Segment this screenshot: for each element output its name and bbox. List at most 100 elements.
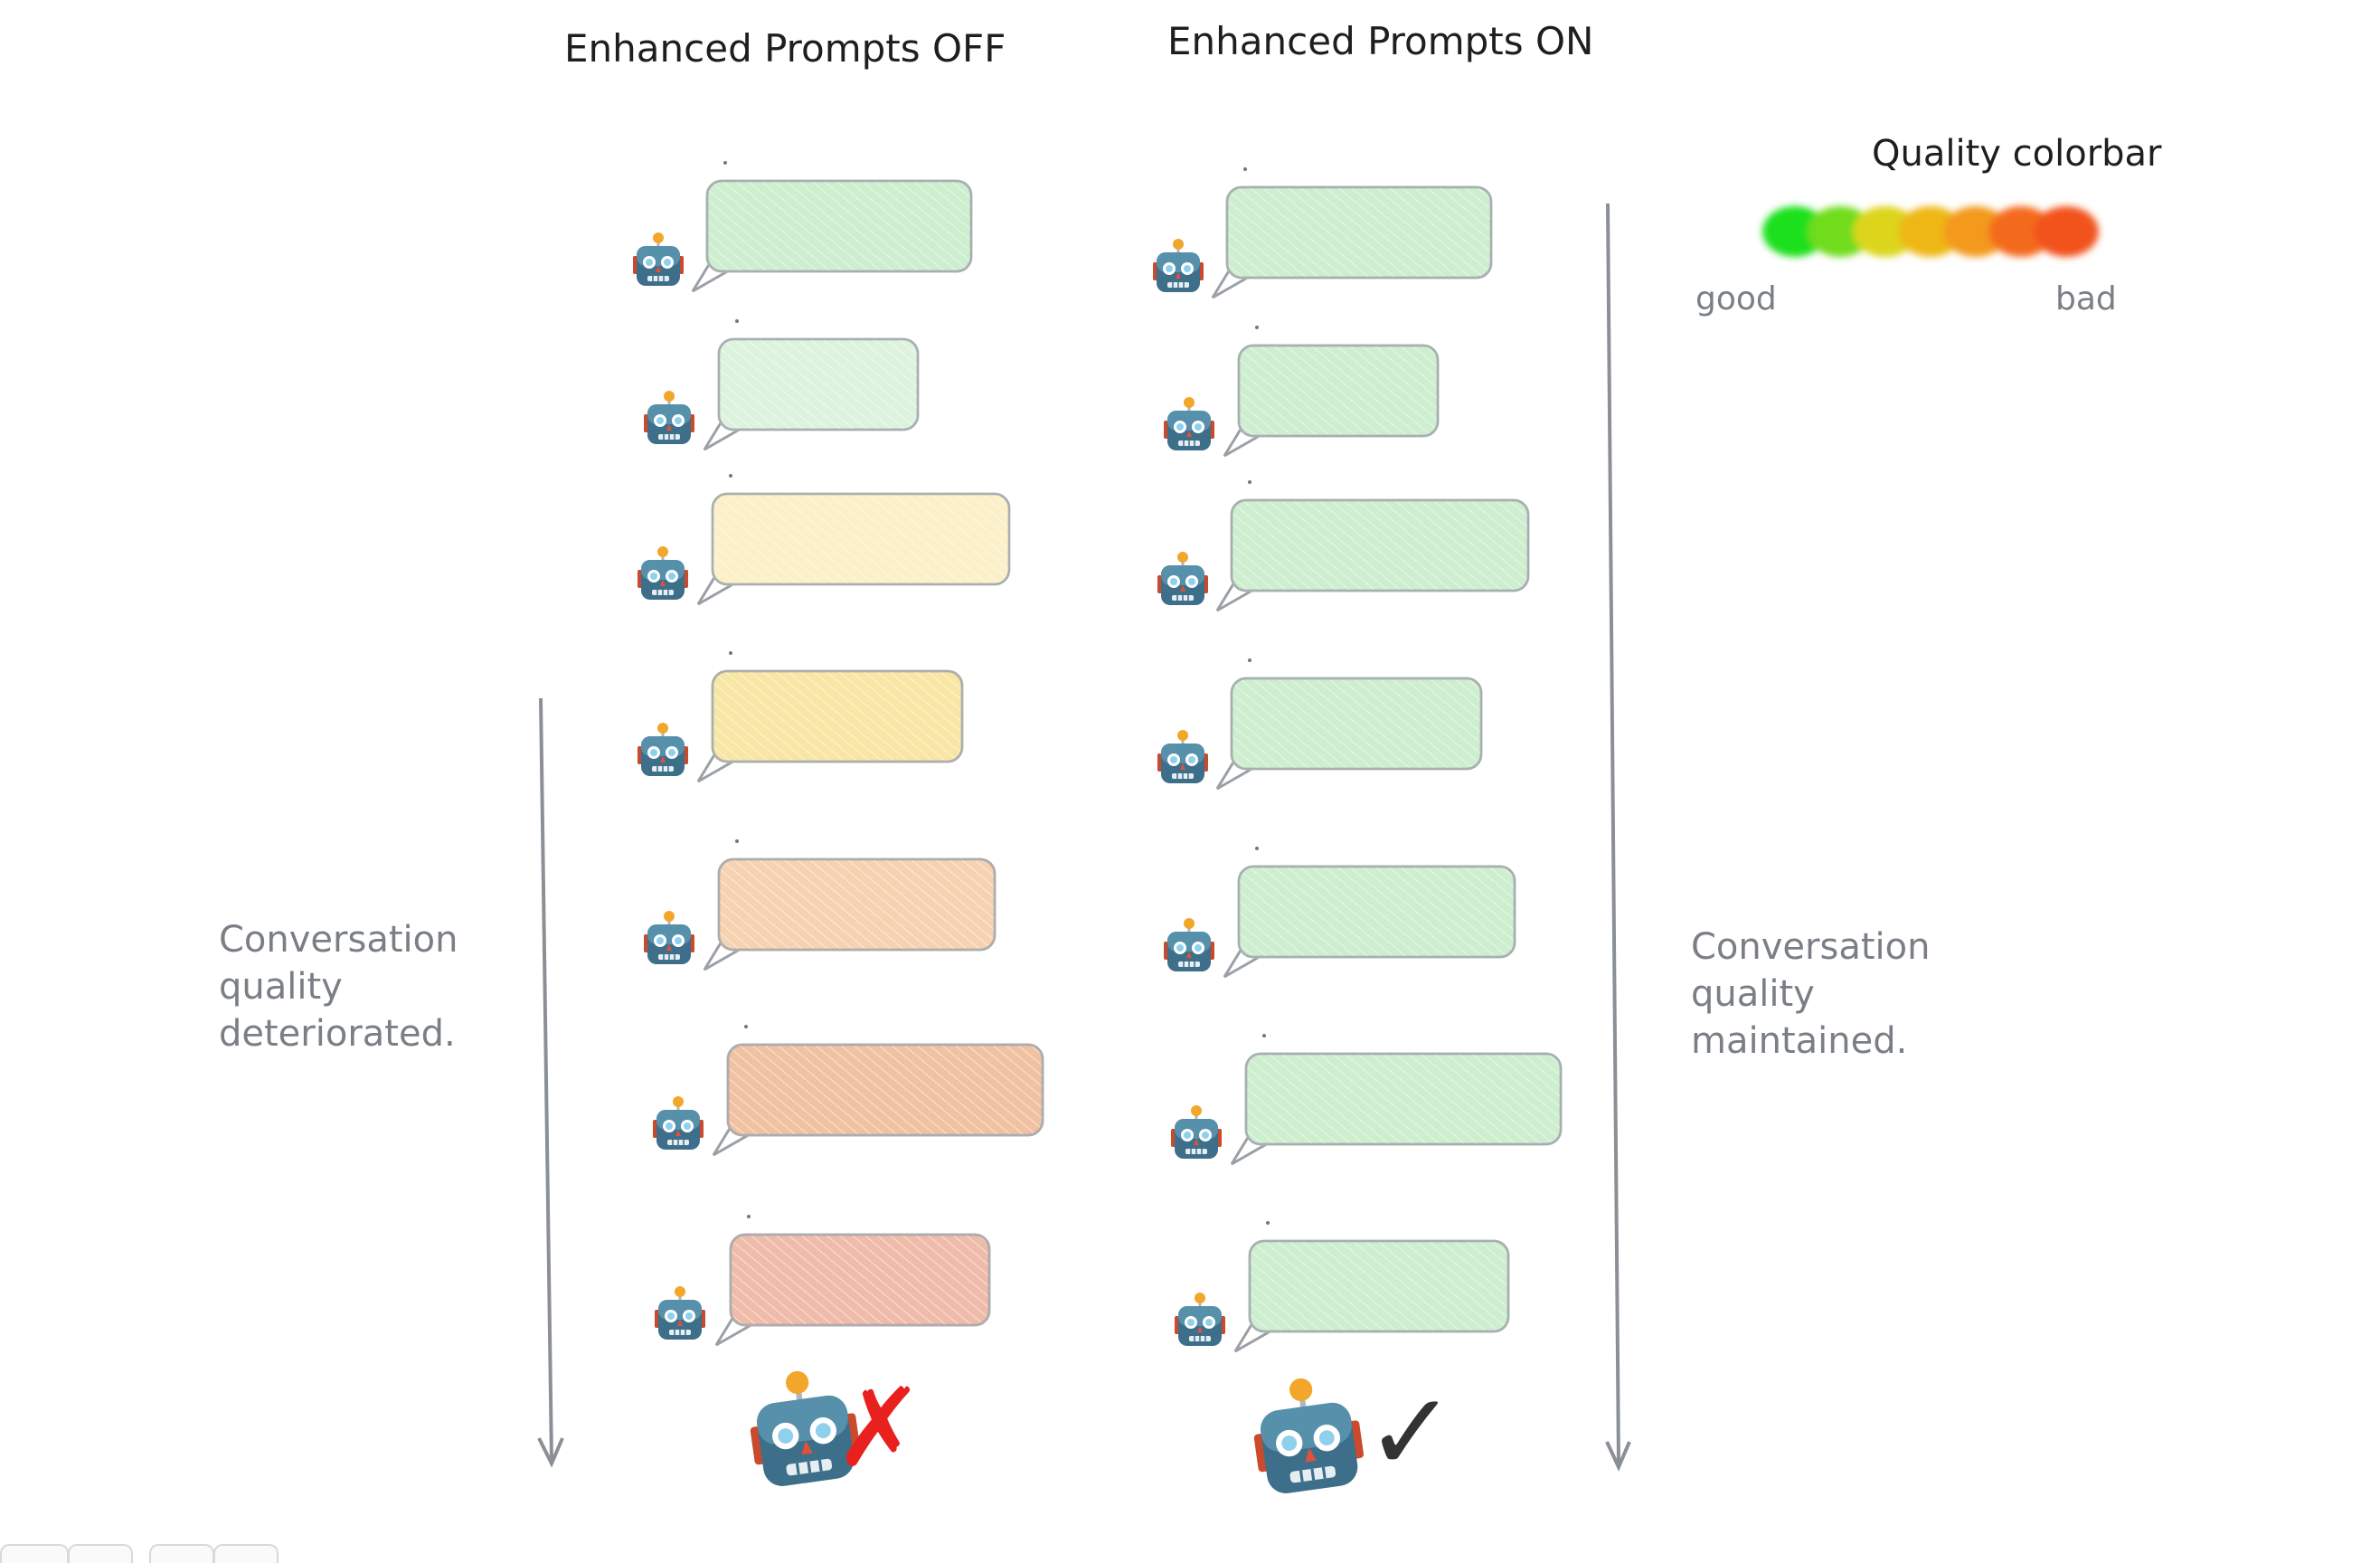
- robot-face-icon: [1156, 728, 1210, 785]
- speech-bubble-hatching: [728, 1045, 1043, 1135]
- speech-bubble-hatching: [1250, 1241, 1508, 1331]
- chat-message: [1173, 1221, 1510, 1353]
- separator-dot: [1262, 1034, 1266, 1037]
- speech-bubble-outline: [726, 1043, 1044, 1137]
- chat-message: [1162, 326, 1440, 458]
- speech-bubble-hatching: [1246, 1054, 1561, 1144]
- colorbar-good-label: good: [1695, 280, 1777, 317]
- speech-bubble-outline: [1237, 344, 1440, 438]
- robot-face-icon: [642, 909, 696, 966]
- colorbar-swatch: [1762, 206, 1828, 257]
- speech-bubble-outline: [1230, 498, 1530, 592]
- speech-bubble-hatching: [707, 181, 971, 271]
- speech-bubble-hatching: [719, 859, 995, 950]
- annotation-off-line-2: quality: [219, 966, 343, 1008]
- separator-dot: [729, 651, 732, 655]
- separator-dot: [744, 1025, 748, 1028]
- annotation-on: Conversation quality maintained.: [1691, 926, 1930, 1062]
- separator-dot: [735, 319, 739, 323]
- header-off: Enhanced Prompts OFF: [564, 26, 1006, 71]
- separator-dot: [1255, 847, 1259, 850]
- speech-bubble-hatching: [1227, 187, 1491, 278]
- annotation-on-line-3: maintained.: [1691, 1020, 1907, 1062]
- robot-face-icon: [1173, 1291, 1227, 1348]
- colorbar-swatch: [1898, 206, 1963, 257]
- separator-dot: [1248, 480, 1251, 484]
- speech-bubble-outline: [1230, 677, 1483, 771]
- speech-bubble-hatching: [1239, 346, 1438, 436]
- speech-bubble-hatching: [1232, 500, 1528, 591]
- header-on: Enhanced Prompts ON: [1167, 19, 1593, 63]
- speech-bubble-outline: [711, 492, 1011, 586]
- annotation-on-line-2: quality: [1691, 973, 1815, 1015]
- chat-message: [636, 651, 964, 783]
- speech-bubble-hatching: [1239, 867, 1515, 957]
- timeline-arrow-off: [537, 697, 564, 1468]
- chat-message: [651, 1025, 1044, 1157]
- annotation-on-line-1: Conversation: [1691, 926, 1930, 968]
- chat-message: [653, 1215, 991, 1347]
- zoom-out-button[interactable]: [0, 1544, 69, 1563]
- chat-message: [1156, 658, 1483, 791]
- conversation-column-on: [1151, 167, 1563, 1353]
- speech-bubble-outline: [729, 1233, 991, 1327]
- separator-dot: [1255, 326, 1259, 329]
- separator-dot: [1266, 1221, 1270, 1225]
- separator-dot: [1243, 167, 1247, 171]
- colorbar-bad-label: bad: [2055, 280, 2117, 317]
- colorbar-swatch: [2034, 206, 2099, 257]
- robot-face-icon: [1162, 916, 1216, 973]
- robot-face-icon: [636, 721, 690, 778]
- robot-face-icon: [1156, 550, 1210, 607]
- separator-dot: [723, 161, 727, 165]
- chat-message: [642, 319, 920, 451]
- speech-bubble-outline: [1244, 1052, 1563, 1146]
- colorbar-swatch: [1808, 206, 1873, 257]
- speech-bubble-hatching: [713, 671, 962, 762]
- annotation-off: Conversation quality deteriorated.: [219, 919, 458, 1055]
- zoom-level-button[interactable]: [68, 1544, 133, 1563]
- chat-message: [636, 474, 1011, 606]
- speech-bubble-outline: [717, 337, 920, 431]
- separator-dot: [747, 1215, 751, 1218]
- robot-face-icon: [636, 545, 690, 602]
- speech-bubble-outline: [1248, 1239, 1510, 1333]
- timeline-arrow-on: [1605, 203, 1631, 1472]
- colorbar-swatch: [1853, 206, 1918, 257]
- colorbar-gradient: [1762, 206, 2099, 257]
- quality-colorbar: Quality colorbar good bad: [1695, 133, 2162, 317]
- speech-bubble-hatching: [731, 1235, 989, 1325]
- separator-dot: [1248, 658, 1251, 662]
- chat-message: [1169, 1034, 1563, 1166]
- speech-bubble-hatching: [1232, 678, 1481, 769]
- robot-face-icon: [631, 231, 685, 288]
- separator-dot: [729, 474, 732, 478]
- separator-dot: [735, 839, 739, 843]
- redo-button[interactable]: [213, 1544, 279, 1563]
- annotation-off-line-3: deteriorated.: [219, 1013, 456, 1055]
- chat-message: [1162, 847, 1516, 979]
- speech-bubble-hatching: [719, 339, 918, 430]
- fail-mark-icon: ✗: [834, 1366, 925, 1492]
- robot-face-icon: [1151, 237, 1205, 294]
- robot-face-icon: [653, 1284, 707, 1341]
- final-robot-off: ✗: [743, 1364, 925, 1492]
- robot-face-icon: [1169, 1104, 1223, 1160]
- speech-bubble-outline: [717, 857, 996, 952]
- success-mark-icon: ✓: [1365, 1370, 1457, 1496]
- speech-bubble-hatching: [713, 494, 1009, 584]
- chat-message: [642, 839, 996, 971]
- colorbar-title: Quality colorbar: [1872, 133, 2162, 175]
- speech-bubble-outline: [1225, 185, 1493, 279]
- conversation-column-off: [631, 161, 1044, 1347]
- speech-bubble-outline: [705, 179, 973, 273]
- robot-face-icon: [1247, 1371, 1368, 1497]
- undo-button[interactable]: [149, 1544, 214, 1563]
- annotation-off-line-1: Conversation: [219, 919, 458, 961]
- colorbar-swatch: [1943, 206, 2008, 257]
- chat-message: [1156, 480, 1530, 612]
- robot-face-icon: [1162, 395, 1216, 452]
- speech-bubble-outline: [1237, 865, 1516, 959]
- robot-face-icon: [651, 1094, 705, 1151]
